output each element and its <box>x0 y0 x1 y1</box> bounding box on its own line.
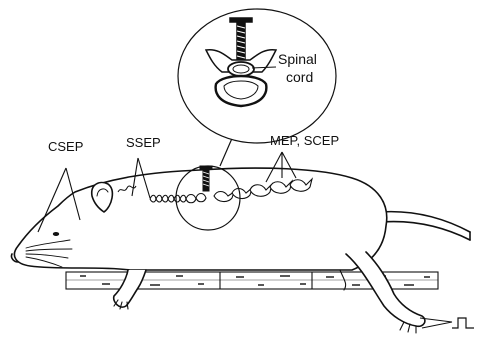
label-csep: CSEP <box>48 140 83 153</box>
stim-lead-2 <box>422 322 452 328</box>
label-mep-scep: MEP, SCEP <box>270 134 339 147</box>
label-ssep: SSEP <box>126 136 161 149</box>
rat-eye <box>53 232 59 236</box>
label-cord: cord <box>286 70 313 84</box>
label-spinal: Spinal <box>278 52 317 66</box>
square-pulse-icon <box>452 318 474 328</box>
